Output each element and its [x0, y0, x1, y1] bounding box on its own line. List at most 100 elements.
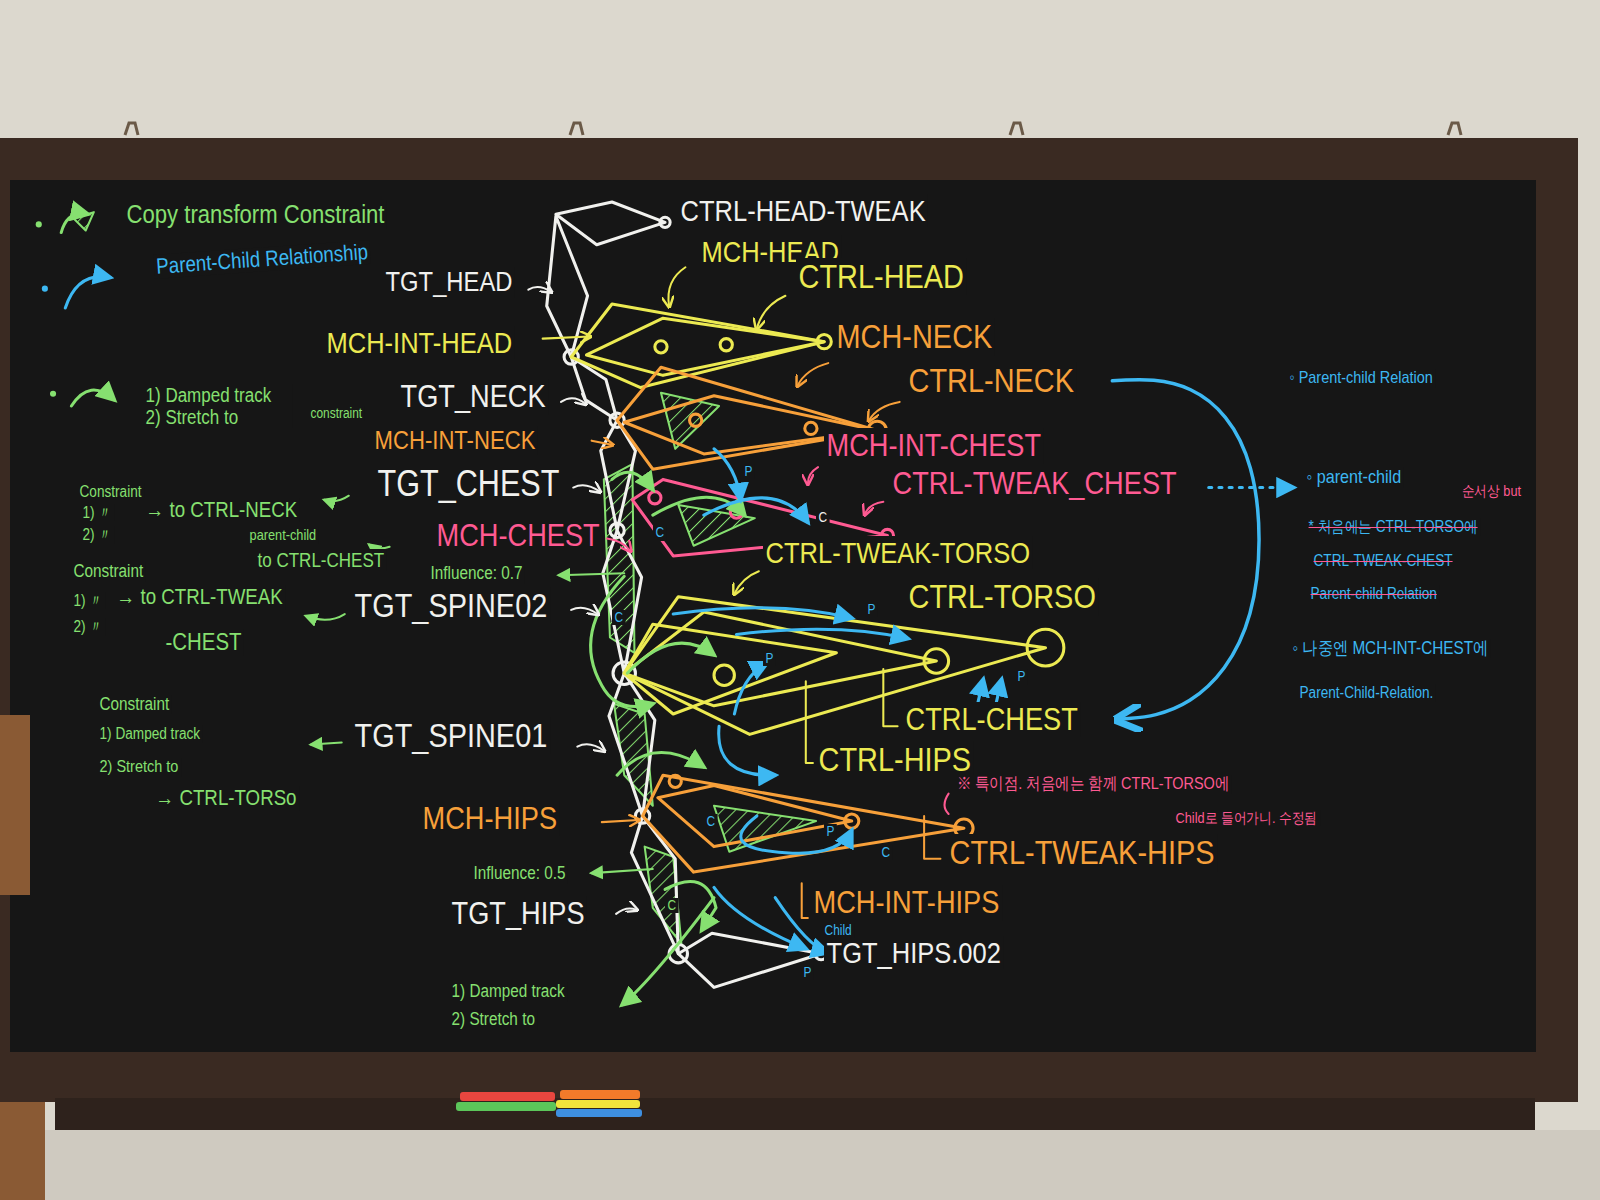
hatched-bone: [661, 393, 719, 449]
leader-line: [869, 402, 900, 420]
label-holder: 2) Stretch to: [449, 1010, 553, 1030]
correction-note: Child로 들어가니. 수정됨: [1173, 810, 1320, 827]
relation-letter: C: [816, 510, 830, 525]
constraint-note: 1) Damped track: [97, 725, 203, 743]
hatched-bone: [714, 806, 816, 852]
bone-name: TGT_SPINE01: [352, 717, 550, 754]
bullet: [50, 391, 56, 397]
bone-label: MCH-NECK: [834, 318, 1023, 355]
bone-name: CTRL-NECK: [906, 362, 1076, 399]
relation-arrow: [734, 663, 767, 714]
bone-name: MCH-INT-HEAD: [324, 326, 515, 359]
constraint-note: to CTRL-CHEST: [255, 549, 387, 571]
relation-letter: P: [763, 651, 776, 666]
bone-label: CTRL-TWEAK_CHEST: [890, 466, 1230, 501]
hatched-bone: [614, 704, 653, 806]
copy-transform-symbol: [61, 214, 88, 233]
relation-arrow: [673, 608, 852, 618]
parent-child-arrows: [673, 449, 1293, 953]
leader-line: [528, 287, 550, 292]
joint: [660, 217, 670, 227]
label-holder: -CHEST: [163, 629, 258, 655]
joint: [610, 523, 624, 537]
bone-name: CTRL-HEAD-TWEAK: [678, 194, 928, 227]
leader-line: [571, 608, 598, 614]
label-holder: P: [865, 602, 880, 617]
tgt-bones: [547, 202, 828, 987]
bone-name: CTRL-TORSO: [906, 578, 1098, 615]
label-holder: ◦ parent-child: [1304, 467, 1421, 488]
leader-line: [559, 573, 624, 575]
head-bones: [571, 304, 831, 388]
label-holder: Constraint: [71, 562, 159, 582]
relation-note: ◦ 나중엔 MCH-INT-CHEST에: [1290, 639, 1491, 659]
relation-arrow: [714, 887, 806, 948]
label-holder: 1) 〃: [71, 592, 112, 610]
label-holder: P: [742, 464, 757, 479]
chalk-stick: [556, 1109, 642, 1117]
label-holder: 1) Damped track: [97, 725, 221, 743]
hatched-bone: [645, 847, 682, 944]
joint: [817, 335, 831, 349]
constraint-note: parent-child: [247, 527, 319, 544]
bullet: [36, 221, 42, 227]
constraint-note: Constraint: [71, 562, 146, 582]
label-holder: P: [763, 651, 778, 666]
label-holder: → CTRL-TORSo: [153, 786, 325, 810]
wall-hook: [1010, 123, 1023, 135]
relation-letter: Child: [822, 923, 854, 938]
leader-line: [734, 571, 758, 593]
joint: [924, 649, 948, 673]
label-holder: * 처음에는 CTRL-TORSO에: [1306, 518, 1511, 536]
legend-entry: 1) Damped track 2) Stretch to: [143, 384, 319, 428]
leader-line: [668, 267, 685, 306]
bone-label: MCH-INT-HIPS: [811, 885, 1036, 920]
label-holder: C: [612, 610, 628, 625]
wall-hook: [1448, 123, 1461, 135]
struck-note: CTRL-TWEAK-CHEST: [1311, 552, 1455, 570]
bullet: [42, 286, 48, 292]
relation-letter: P: [824, 824, 837, 839]
joint: [805, 422, 817, 434]
bone-name: MCH-CHEST: [434, 518, 602, 553]
correction-note: ※ 특이점. 처음에는 함께 CTRL-TORSO에: [954, 775, 1232, 794]
bracket: [802, 883, 808, 918]
bone-name: TGT_SPINE02: [352, 587, 550, 624]
joint: [669, 945, 687, 963]
label-holder: → to CTRL-TWEAK: [114, 585, 316, 609]
label-holder: P: [1015, 669, 1030, 684]
constraint-note: → to CTRL-TWEAK: [114, 585, 285, 609]
label-holder: C: [665, 898, 681, 913]
bone-name: MCH-INT-HIPS: [811, 885, 1002, 920]
joint: [1027, 629, 1064, 666]
wall-hook: [570, 123, 583, 135]
leader-line: [945, 794, 949, 814]
bone-label: CTRL-TWEAK-TORSO: [763, 536, 1080, 569]
bone: [658, 785, 852, 846]
joint: [730, 506, 742, 518]
legend-entry: Parent-Child Relationship: [153, 255, 408, 279]
bone-label: CTRL-TORSO: [906, 578, 1132, 615]
relation-letter: C: [879, 845, 893, 860]
label-holder: Child: [822, 923, 860, 938]
label-holder: Influence: 0.5: [471, 864, 585, 884]
label-holder: → to CTRL-NECK: [143, 498, 327, 522]
label-holder: C: [653, 525, 669, 540]
constraint-note: → CTRL-TORSo: [153, 786, 299, 810]
bone: [624, 624, 836, 714]
joint: [649, 492, 661, 504]
copy-transform-arrows: [591, 472, 745, 1004]
bone-label: TGT_HIPS: [449, 896, 611, 931]
rig-drawing: [36, 202, 1294, 1005]
label-holder: Parent-child Relation: [1308, 585, 1463, 603]
constraint-arrow: [665, 881, 716, 930]
joint: [613, 662, 635, 684]
relation-arrow: [741, 816, 852, 853]
wall-hook: [125, 123, 138, 135]
legend-note: constraint: [308, 406, 365, 421]
bone-label: CTRL-HEAD-TWEAK: [678, 194, 972, 227]
relation-note: ◦ parent-child: [1304, 467, 1404, 488]
parent-child-connector: [1112, 380, 1259, 720]
hatched-bone: [604, 464, 635, 653]
leader-line: [561, 398, 585, 404]
